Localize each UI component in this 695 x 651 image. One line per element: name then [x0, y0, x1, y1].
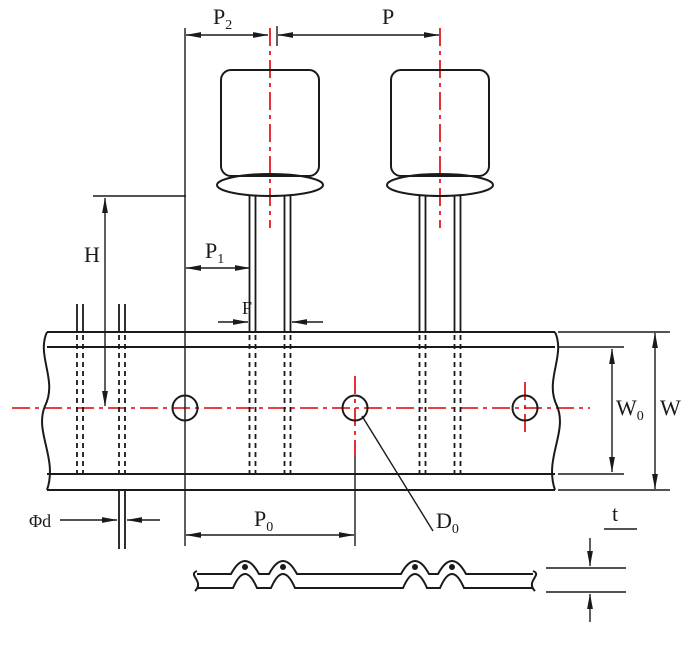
t-extension-ticks — [546, 567, 626, 593]
carrier-tape — [41, 331, 561, 491]
dim-label-f: F — [242, 298, 252, 318]
dim-label-p2: P2 — [213, 4, 232, 33]
component-leads — [76, 196, 462, 549]
dimension-labels: P2 P H P1 F W0 W Φd P0 D0 t — [29, 4, 681, 537]
lead-cross-section-dot — [449, 564, 455, 570]
sprocket-hole-3 — [511, 394, 539, 422]
tape-left-break — [41, 331, 51, 491]
dim-label-p0: P0 — [254, 506, 273, 535]
capacitor-1-base — [216, 173, 324, 197]
dim-label-w: W — [660, 395, 681, 420]
lead-cross-section-dot — [412, 564, 418, 570]
lead-cross-section-dot — [242, 564, 248, 570]
leads-visible — [76, 196, 462, 549]
dim-label-p: P — [382, 4, 394, 29]
dim-label-h: H — [84, 242, 100, 267]
capacitors — [216, 69, 494, 197]
capacitor-2-body — [390, 69, 490, 177]
dim-label-w0: W0 — [616, 395, 644, 424]
tape-right-break — [551, 331, 561, 491]
w-extension-ticks — [558, 331, 670, 491]
dim-label-phid: Φd — [29, 511, 51, 531]
tape-sideview — [192, 560, 538, 592]
w0-extension-ticks — [558, 346, 624, 475]
dim-label-p1: P1 — [205, 238, 224, 267]
capacitor-2-base — [386, 173, 494, 197]
dim-label-d0: D0 — [436, 508, 459, 537]
sideview-top-edge — [197, 560, 533, 575]
dimension-lines — [60, 26, 670, 622]
dim-label-t: t — [612, 501, 618, 526]
capacitor-1-body — [220, 69, 320, 177]
sideview-right-break — [530, 570, 538, 592]
sideview-left-break — [192, 570, 200, 592]
leads-through-tape-hidden — [76, 335, 462, 478]
d0-leader-line — [361, 415, 434, 532]
tape-edges — [47, 331, 555, 491]
centerlines — [12, 28, 590, 456]
sprocket-hole-2 — [341, 394, 369, 422]
sideview-bottom-edge — [197, 573, 533, 589]
lead-cross-section-dot — [280, 564, 286, 570]
